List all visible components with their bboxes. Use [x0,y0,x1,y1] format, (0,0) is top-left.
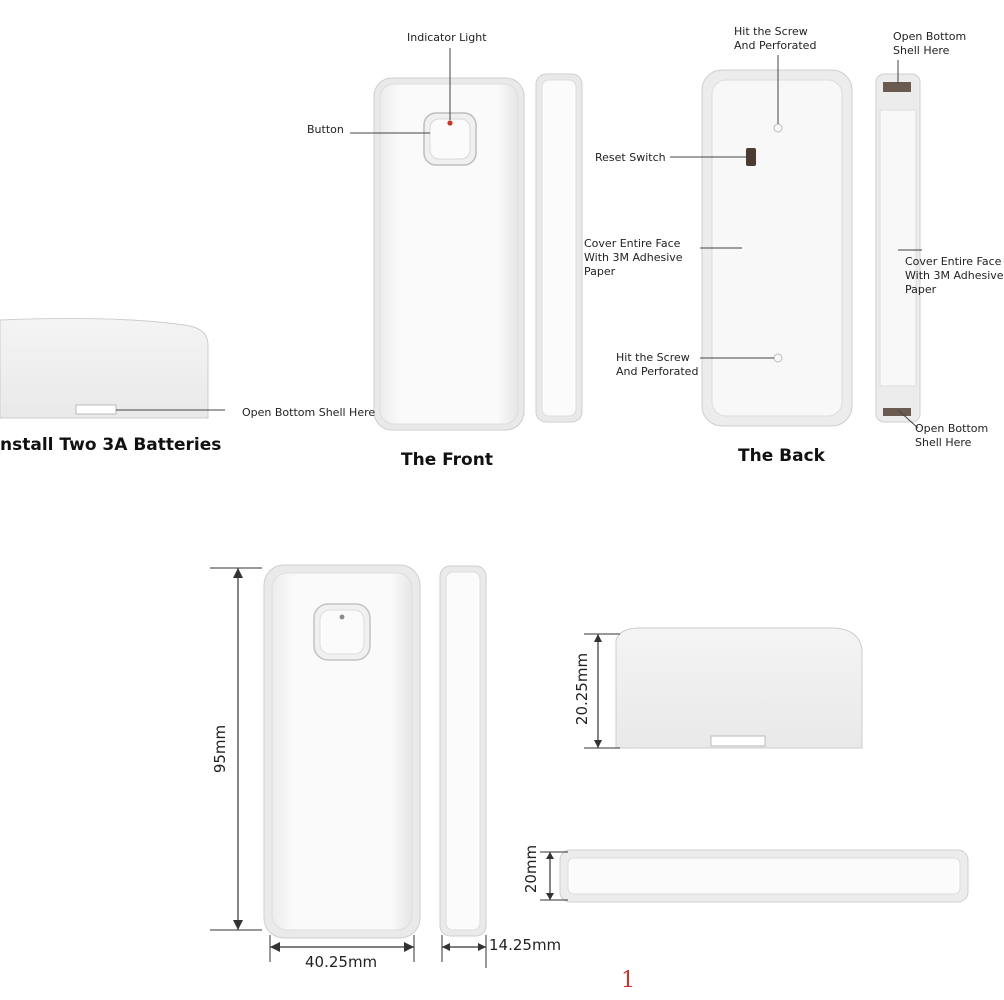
back-cover-label: Cover Entire Face With 3M Adhesive Paper [584,237,683,278]
cap-height-dimension-label: 20.25mm [573,652,592,726]
side-open-bottom-label: Open Bottom Shell Here [915,422,989,449]
battery-cap-view [0,317,225,419]
front-sensor-view [350,48,583,431]
battery-caption: nstall Two 3A Batteries [0,435,222,455]
depth-dimension-label: 14.25mm [489,936,562,954]
reset-switch-label: Reset Switch [595,151,666,164]
screw-bottom-label: Hit the Screw And Perforated [616,351,699,378]
screw-top-label: Hit the Screw And Perforated [734,25,817,52]
back-caption: The Back [738,446,825,466]
bar-height-dimension-label: 20mm [522,844,541,894]
width-dimension-label: 40.25mm [305,953,378,971]
dimension-cap-view [584,627,863,749]
button-label: Button [307,123,344,136]
dimension-bar-view [540,849,969,903]
side-open-top-label: Open Bottom Shell Here [893,30,967,57]
front-caption: The Front [401,450,493,470]
indicator-light-icon [447,120,453,126]
height-dimension-label: 95mm [211,724,230,774]
side-cover-label: Cover Entire Face With 3M Adhesive Paper [905,255,1004,296]
page-number: 1 [621,968,635,993]
dimension-front-view [210,564,487,968]
open-bottom-shell-label: Open Bottom Shell Here [242,406,376,419]
indicator-light-label: Indicator Light [407,31,487,44]
back-sensor-view [670,55,922,429]
